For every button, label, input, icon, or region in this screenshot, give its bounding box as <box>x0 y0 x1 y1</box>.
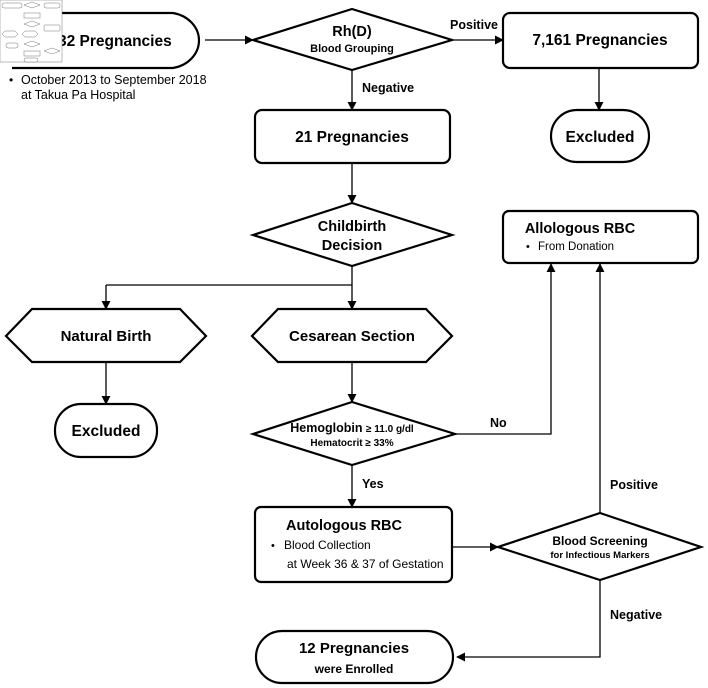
positive-pregnancies-label: 7,161 Pregnancies <box>532 32 667 49</box>
autologous-bullet-cont: at Week 36 & 37 of Gestation <box>287 557 444 571</box>
positive-excluded-terminal <box>549 108 651 164</box>
allologous-rbc-title: Allologous RBC <box>525 221 636 237</box>
hb-threshold: ≥ 11.0 g/dl <box>366 424 414 435</box>
natural-birth-hexagon <box>4 307 208 364</box>
autologous-bullet-text: Blood Collection <box>284 538 371 552</box>
positive-edge-label: Positive <box>450 18 498 32</box>
hb-decision-line1: Hemoglobin ≥ 11.0 g/dl <box>290 421 414 435</box>
hb-label: Hemoglobin <box>290 421 366 435</box>
hb-yes-label: Yes <box>362 477 384 491</box>
rh-decision-title: Rh(D) <box>332 24 372 40</box>
enrolled-line1: 12 Pregnancies <box>299 640 409 657</box>
connectors <box>101 35 605 662</box>
autologous-rbc-title: Autologous RBC <box>286 518 403 534</box>
hb-decision-diamond <box>249 400 459 467</box>
negative-pregnancies-label: 21 Pregnancies <box>295 129 409 146</box>
autologous-rbc-box <box>253 505 454 584</box>
enrolled-line2: were Enrolled <box>314 662 394 676</box>
thumbnail-overlay <box>0 0 63 63</box>
screening-negative-label: Negative <box>610 608 662 622</box>
start-note-line1: October 2013 to September 2018 <box>21 73 207 87</box>
enrolled-terminal <box>254 629 455 685</box>
arrow-screening-negative-to-enrolled <box>456 580 601 662</box>
negative-edge-label: Negative <box>362 81 414 95</box>
screening-line1: Blood Screening <box>552 534 647 548</box>
natural-excluded-terminal <box>53 402 159 459</box>
allologous-rbc-box <box>501 209 700 265</box>
allologous-bullet-char: • <box>526 241 530 253</box>
rh-decision-subtitle: Blood Grouping <box>310 43 394 55</box>
cesarean-hexagon <box>250 307 454 364</box>
natural-birth-label: Natural Birth <box>61 328 152 345</box>
hb-decision-line2: Hematocrit ≥ 33% <box>310 438 393 449</box>
positive-excluded-label: Excluded <box>566 129 635 146</box>
childbirth-decision-line2: Decision <box>322 238 382 254</box>
autologous-bullet-char: • <box>271 540 275 552</box>
childbirth-decision-line1: Childbirth <box>318 219 386 235</box>
screening-line2: for Infectious Markers <box>550 550 649 561</box>
screening-positive-label: Positive <box>610 478 658 492</box>
start-note-bullet: • <box>9 73 13 87</box>
positive-pregnancies-box <box>501 11 700 70</box>
screening-decision-diamond <box>494 511 705 582</box>
negative-pregnancies-box <box>253 108 452 165</box>
natural-excluded-label: Excluded <box>72 423 141 440</box>
start-note-line2: at Takua Pa Hospital <box>21 88 135 102</box>
start-terminal-label: 32 Pregnancies <box>58 33 172 50</box>
rh-decision-diamond <box>249 7 456 72</box>
hb-no-label: No <box>490 416 507 430</box>
arrow-hb-no-to-allologous <box>455 263 556 435</box>
childbirth-decision-diamond <box>249 201 456 268</box>
allologous-bullet-text: From Donation <box>538 241 614 253</box>
cesarean-label: Cesarean Section <box>289 328 415 345</box>
